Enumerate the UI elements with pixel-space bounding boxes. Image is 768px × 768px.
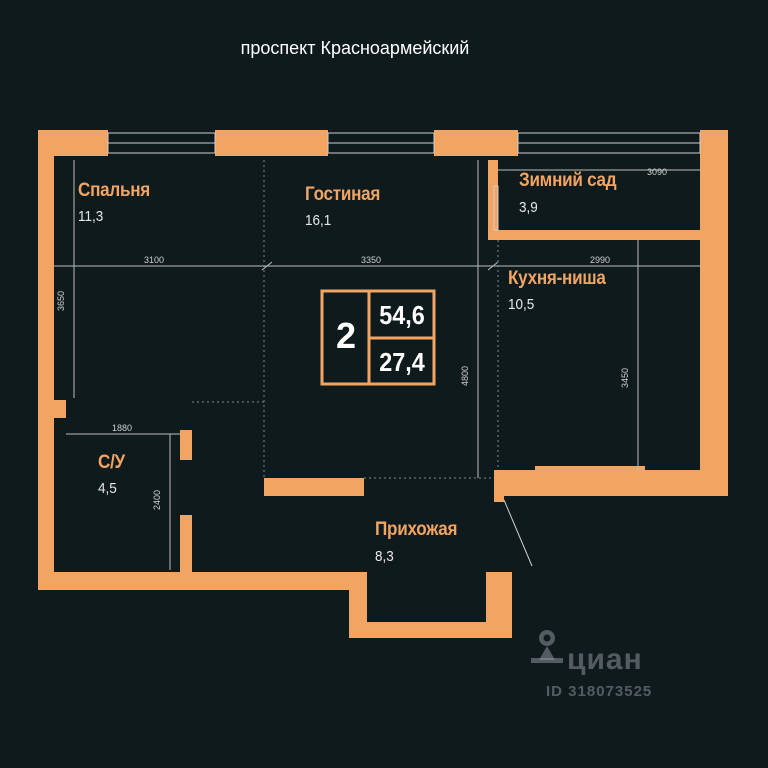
living-bottom-wall bbox=[264, 478, 364, 496]
dimension-living-depth: 4800 bbox=[460, 365, 470, 386]
room-name-winter-garden: Зимний сад bbox=[519, 170, 617, 191]
right-wall bbox=[700, 130, 728, 496]
room-area-winter-garden: 3,9 bbox=[519, 199, 538, 216]
dimension-bath-depth: 2400 bbox=[152, 489, 162, 510]
room-name-bathroom: С/У bbox=[98, 452, 125, 473]
room-name-living: Гостиная bbox=[305, 184, 381, 205]
room-area-kitchen: 10,5 bbox=[508, 296, 535, 313]
dimension-bath-width: 1880 bbox=[112, 423, 133, 433]
dimension-living-width: 3350 bbox=[361, 255, 382, 265]
dimension-bedroom-depth: 3650 bbox=[56, 290, 66, 311]
door-jamb bbox=[494, 496, 504, 502]
room-name-kitchen: Кухня-ниша bbox=[508, 268, 606, 289]
watermark-id: ID 318073525 bbox=[546, 683, 653, 700]
garden-bottom-wall bbox=[492, 230, 700, 240]
top-wall-segment bbox=[215, 130, 328, 156]
windows bbox=[107, 132, 701, 154]
left-wall bbox=[38, 130, 54, 400]
walls bbox=[38, 130, 728, 638]
door-swing bbox=[493, 185, 533, 567]
dimension-kitchen-width: 2990 bbox=[590, 255, 611, 265]
kitchen-bottom-wall bbox=[494, 470, 728, 496]
room-name-hallway: Прихожая bbox=[375, 519, 458, 540]
hall-bottom-wall bbox=[349, 622, 512, 638]
dimension-kitchen-depth: 3450 bbox=[620, 367, 630, 388]
partition-hints bbox=[192, 160, 499, 479]
dimension-garden-width: 3090 bbox=[647, 167, 668, 177]
bath-wall bbox=[180, 515, 192, 590]
watermark-brand: циан bbox=[567, 643, 643, 676]
hall-left-wall bbox=[349, 572, 367, 638]
room-area-bedroom: 11,3 bbox=[78, 208, 104, 225]
room-area-living: 16,1 bbox=[305, 212, 332, 229]
garden-left-wall bbox=[488, 160, 498, 240]
bath-wall bbox=[180, 430, 192, 460]
dimension-lines bbox=[54, 160, 700, 570]
dimension-bedroom-width: 3100 bbox=[144, 255, 165, 265]
info-rooms-count: 2 bbox=[335, 315, 357, 356]
top-wall-segment bbox=[434, 130, 518, 156]
street-label: проспект Красноармейский bbox=[240, 38, 470, 58]
left-wall-lower bbox=[38, 400, 54, 590]
info-box bbox=[320, 289, 436, 386]
hall-right-wall bbox=[486, 572, 512, 638]
info-total-area: 54,6 bbox=[379, 300, 425, 330]
kitchen-sill bbox=[535, 466, 645, 474]
room-area-bathroom: 4,5 bbox=[98, 480, 117, 497]
info-living-area: 27,4 bbox=[379, 347, 425, 377]
room-area-hallway: 8,3 bbox=[375, 548, 394, 565]
bottom-wall bbox=[192, 572, 367, 590]
map-pin-person-icon bbox=[531, 630, 563, 663]
bottom-wall-left bbox=[38, 572, 192, 590]
room-name-bedroom: Спальня bbox=[78, 180, 150, 201]
